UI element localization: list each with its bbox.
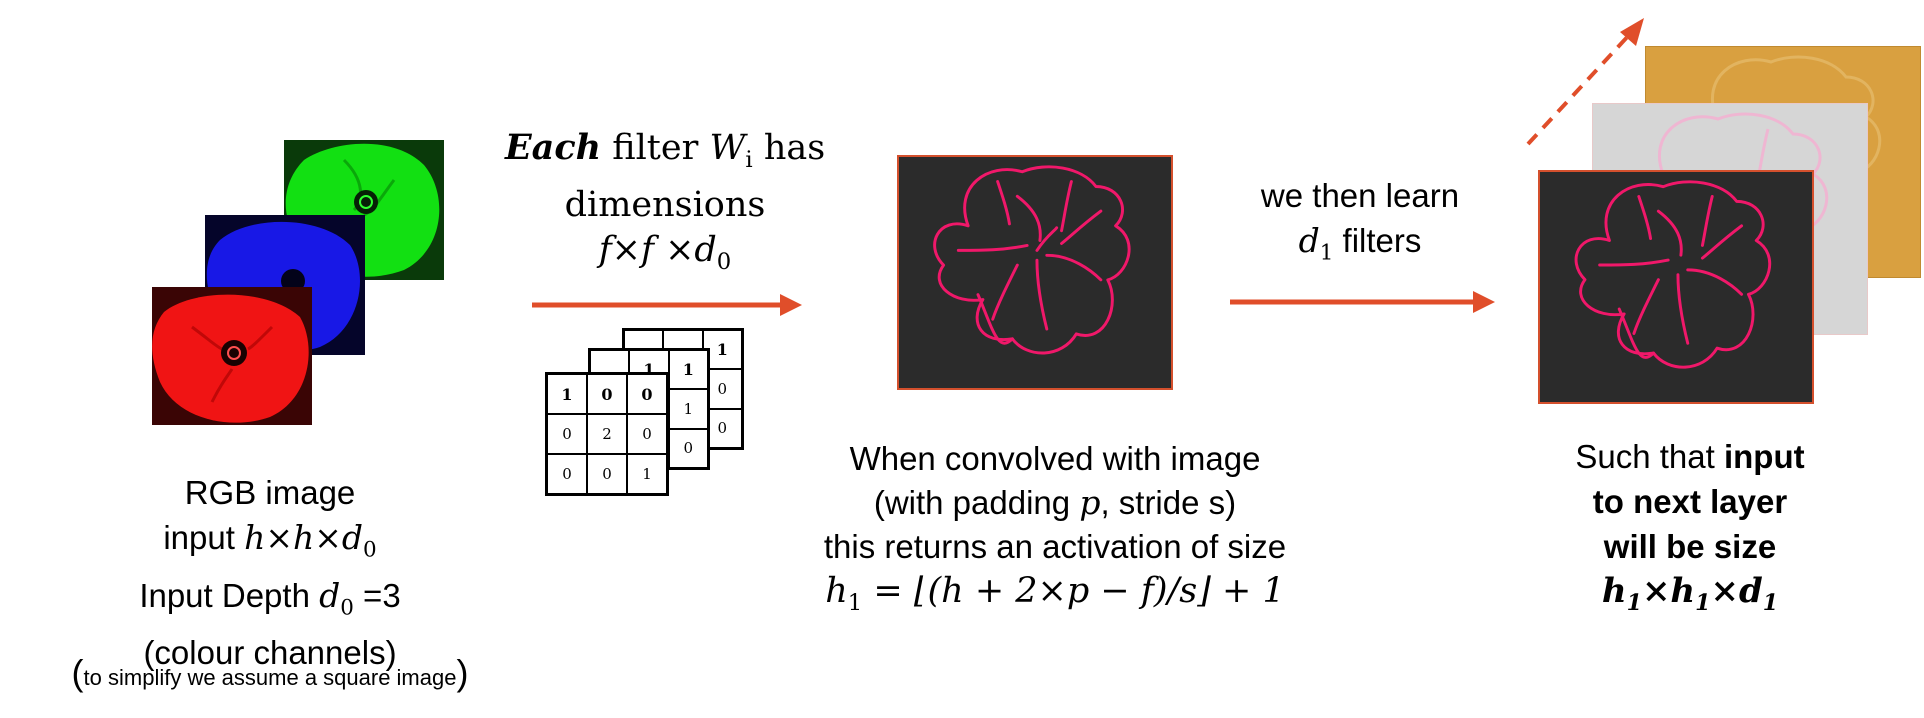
out-sub-3: 1 — [1762, 589, 1779, 616]
cell: 1 — [668, 350, 708, 390]
note-close-paren: ) — [456, 652, 469, 693]
activation-description: When convolved with image (with padding … — [760, 437, 1350, 625]
filter-word: filter — [601, 128, 710, 168]
filter-w-sub: i — [745, 147, 753, 173]
cell: 2 — [587, 414, 627, 454]
cell: 1 — [668, 389, 708, 429]
cell: 1 — [547, 374, 587, 414]
padding-math: p — [1079, 483, 1101, 522]
out-times-1: ×h — [1641, 571, 1696, 611]
formula-rhs: = ⌊(h + 2×p − f)/s⌋ + 1 — [862, 571, 1285, 611]
activation-size-line: this returns an activation of size — [823, 528, 1287, 565]
arrow-to-activation — [532, 294, 802, 316]
cell: 0 — [627, 414, 667, 454]
padding-stride-line: (with padding p, stride s) — [760, 481, 1350, 525]
cell: 0 — [587, 454, 627, 494]
cell: 0 — [547, 414, 587, 454]
learn-filters-text: we then learn d1 filters — [1220, 173, 1500, 276]
output-size-formula: h1×h1×d1 — [1500, 569, 1880, 626]
filter-line-1: Each filter Wi has — [505, 125, 825, 183]
dashed-depth-arrow — [1526, 18, 1644, 146]
learn-line-2: d1 filters — [1220, 218, 1500, 276]
formula-lhs-sub: 1 — [847, 590, 863, 616]
output-line-2: to next layer — [1592, 483, 1788, 520]
learn-line-1: we then learn — [1260, 177, 1460, 214]
output-line-1: Such that input — [1500, 434, 1880, 479]
output-line-1-bold: input — [1723, 438, 1805, 475]
input-depth-math: d — [319, 575, 341, 615]
colour-channels-label: (colour channels) — [143, 634, 397, 672]
filter-description: Each filter Wi has dimensions f×f ×d0 — [505, 125, 825, 285]
filter-line-2: dimensions — [564, 185, 766, 225]
cell: 1 — [627, 454, 667, 494]
input-depth-suffix: =3 — [353, 576, 401, 614]
filter-dim-math: f×f ×d — [598, 230, 717, 270]
rgb-image-label: RGB image — [184, 474, 356, 511]
filter-line-3: f×f ×d0 — [505, 228, 825, 285]
padding-prefix: (with padding — [873, 484, 1080, 521]
cell: 0 — [547, 454, 587, 494]
out-sub-2: 1 — [1695, 589, 1711, 616]
out-sub-1: 1 — [1626, 589, 1642, 616]
padding-suffix: , stride s) — [1100, 484, 1237, 521]
learn-suffix: filters — [1333, 222, 1422, 259]
learn-d-sub: 1 — [1319, 240, 1334, 266]
note-text: to simplify we assume a square image — [83, 665, 457, 690]
output-description: Such that input to next layer will be si… — [1500, 434, 1880, 626]
formula-lhs: h — [825, 571, 848, 611]
filter-dim-sub: 0 — [716, 249, 732, 275]
input-depth-sub: 0 — [340, 595, 354, 621]
each-word: Each — [505, 127, 602, 168]
out-h: h — [1601, 571, 1627, 611]
output-line-1-normal: Such that — [1575, 438, 1724, 475]
output-line-3: will be size — [1603, 528, 1777, 565]
square-image-note: (to simplify we assume a square image) — [40, 652, 500, 694]
red-channel-image — [152, 287, 312, 425]
cell: 0 — [587, 374, 627, 414]
input-depth-label: Input Depth d0 =3 — [100, 573, 440, 631]
input-description: RGB image input h×h×d0 Input Depth d0 =3… — [100, 470, 440, 675]
cell: 0 — [668, 428, 708, 468]
input-size-label: input h×h×d0 — [100, 515, 440, 573]
arrow-to-output — [1230, 291, 1495, 313]
activation-formula: h1 = ⌊(h + 2×p − f)/s⌋ + 1 — [760, 569, 1350, 625]
activation-outline-drawing — [933, 165, 1131, 355]
input-size-math: h×h×d — [244, 518, 364, 557]
activation-map — [897, 155, 1173, 390]
note-open-paren: ( — [71, 652, 84, 693]
input-size-prefix: input — [163, 519, 245, 556]
output-layer-front — [1538, 170, 1814, 404]
learn-d-math: d — [1298, 221, 1320, 260]
input-depth-prefix: Input Depth — [139, 576, 320, 614]
has-word: has — [752, 128, 826, 168]
filter-w-math: W — [709, 128, 746, 168]
output-outline-drawing — [1574, 180, 1772, 369]
cell: 0 — [627, 374, 667, 414]
input-size-sub: 0 — [363, 537, 377, 563]
out-times-2: ×d — [1710, 571, 1763, 611]
convolve-line: When convolved with image — [849, 440, 1261, 477]
